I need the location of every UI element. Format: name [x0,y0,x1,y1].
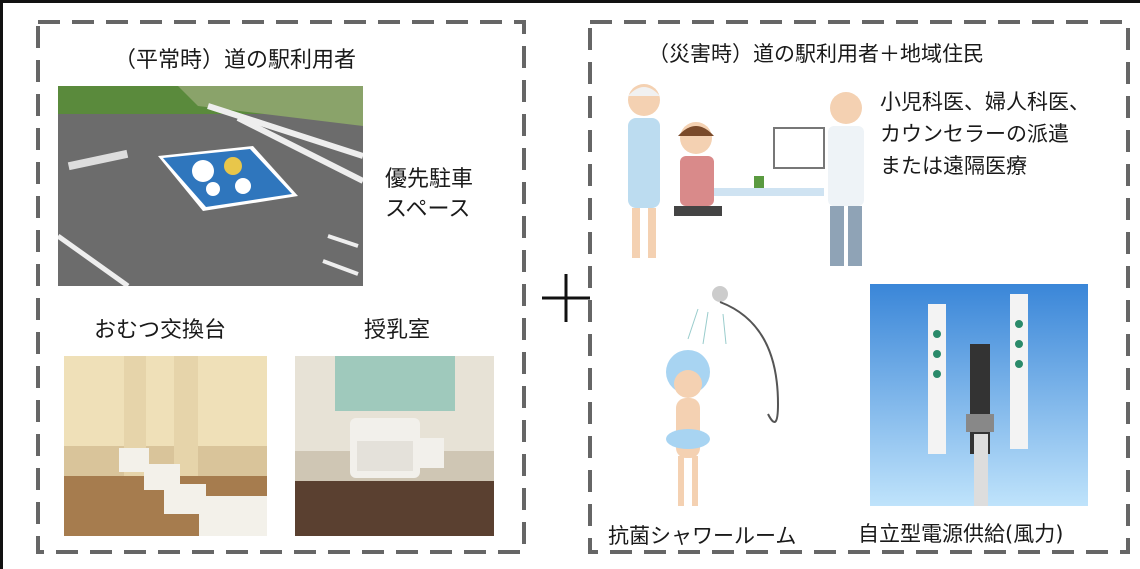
antibacterial-shower-label: 抗菌シャワールーム [608,524,797,548]
right-panel-dashed-border [588,20,1130,554]
priority-parking-photo [58,86,363,286]
left-panel-title: （平常時）道の駅利用者 [114,48,357,73]
parking-label-line1: 優先駐車 [385,167,474,192]
medical-consultation-illustration [614,78,874,278]
shower-illustration [628,284,808,516]
medical-line2: カウンセラーの派遣 [880,122,1069,146]
parking-label-line2: スペース [385,197,471,222]
diaper-station-photo [64,356,267,536]
wind-turbine-photo [870,284,1088,506]
medical-line3: または遠隔医療 [880,154,1027,178]
nursing-room-photo [295,356,494,536]
wind-power-label: 自立型電源供給(風力) [858,522,1064,546]
plus-sign-icon [542,274,590,322]
right-panel-title: （災害時）道の駅利用者＋地域住民 [648,42,984,66]
medical-line1: 小児科医、婦人科医、 [880,90,1090,114]
left-panel-dashed-border [36,20,526,554]
diaper-station-label: おむつ交換台 [94,318,227,343]
nursing-room-label: 授乳室 [364,318,431,343]
right-panel-disaster-time: （災害時）道の駅利用者＋地域住民 小児科医、婦人科医、 カウンセラーの派遣 また… [588,20,1130,554]
left-panel-normal-time: （平常時）道の駅利用者 優先駐車 スペース おむつ交換台 [36,20,526,554]
